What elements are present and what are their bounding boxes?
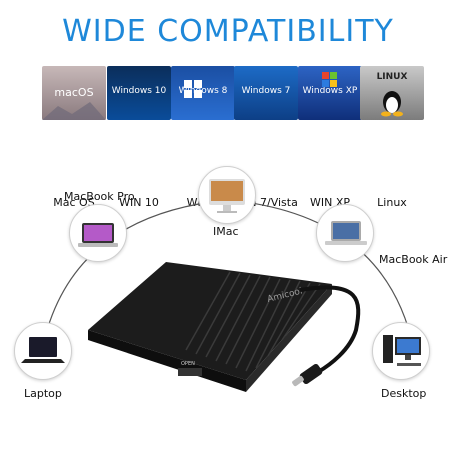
laptop-circle <box>14 322 72 380</box>
windows7-tile: Windows 7 <box>234 66 298 120</box>
desktop-icon <box>383 335 421 366</box>
external-dvd-drive <box>88 262 332 392</box>
macos-wallpaper-icon <box>42 102 106 120</box>
os-label-win10: WIN 10 <box>119 196 159 209</box>
imac-icon <box>209 179 245 213</box>
eject-button <box>178 368 202 376</box>
macos-tile-text: macOS <box>54 86 94 99</box>
linux-tile-text: LINUX <box>376 72 408 82</box>
windows8-tile-text: Windows 8 <box>178 86 228 96</box>
windows7-tile-text: Windows 7 <box>241 86 291 96</box>
windows8-logo-icon <box>184 80 202 98</box>
device-label-desktop: Desktop <box>381 387 427 400</box>
device-label-imac: IMac <box>213 225 239 238</box>
windows8-tile: Windows 8 <box>171 66 235 120</box>
desktop-circle <box>372 322 430 380</box>
macbook-pro-circle <box>69 204 127 262</box>
windows10-tile: Windows 10 <box>107 66 171 120</box>
macbook-air-icon <box>325 221 367 245</box>
windowsxp-flag-icon <box>322 72 337 87</box>
device-label-macbook-air: MacBook Air <box>379 253 448 266</box>
drive-button-text: OPEN <box>181 361 195 367</box>
windowsxp-tile-text: Windows XP <box>302 86 358 96</box>
device-label-laptop: Laptop <box>24 387 62 400</box>
macbook-air-circle <box>316 204 374 262</box>
usb-cable <box>299 285 361 374</box>
os-compatibility-row: macOS Mac OS Windows 10 WIN 10 Windows 8… <box>0 66 456 209</box>
macbook-pro-icon <box>78 223 118 247</box>
os-label-linux: Linux <box>377 196 407 209</box>
laptop-icon <box>21 337 65 363</box>
usb-c-connector-icon <box>292 363 323 387</box>
os-label-macos: Mac OS <box>53 196 95 209</box>
device-label-macbook-pro: MacBook Pro <box>64 190 135 203</box>
tux-penguin-icon <box>381 91 403 117</box>
page-title: WIDE COMPATIBILITY <box>62 14 394 49</box>
windows10-tile-text: Windows 10 <box>111 86 167 96</box>
imac-circle <box>198 166 256 224</box>
